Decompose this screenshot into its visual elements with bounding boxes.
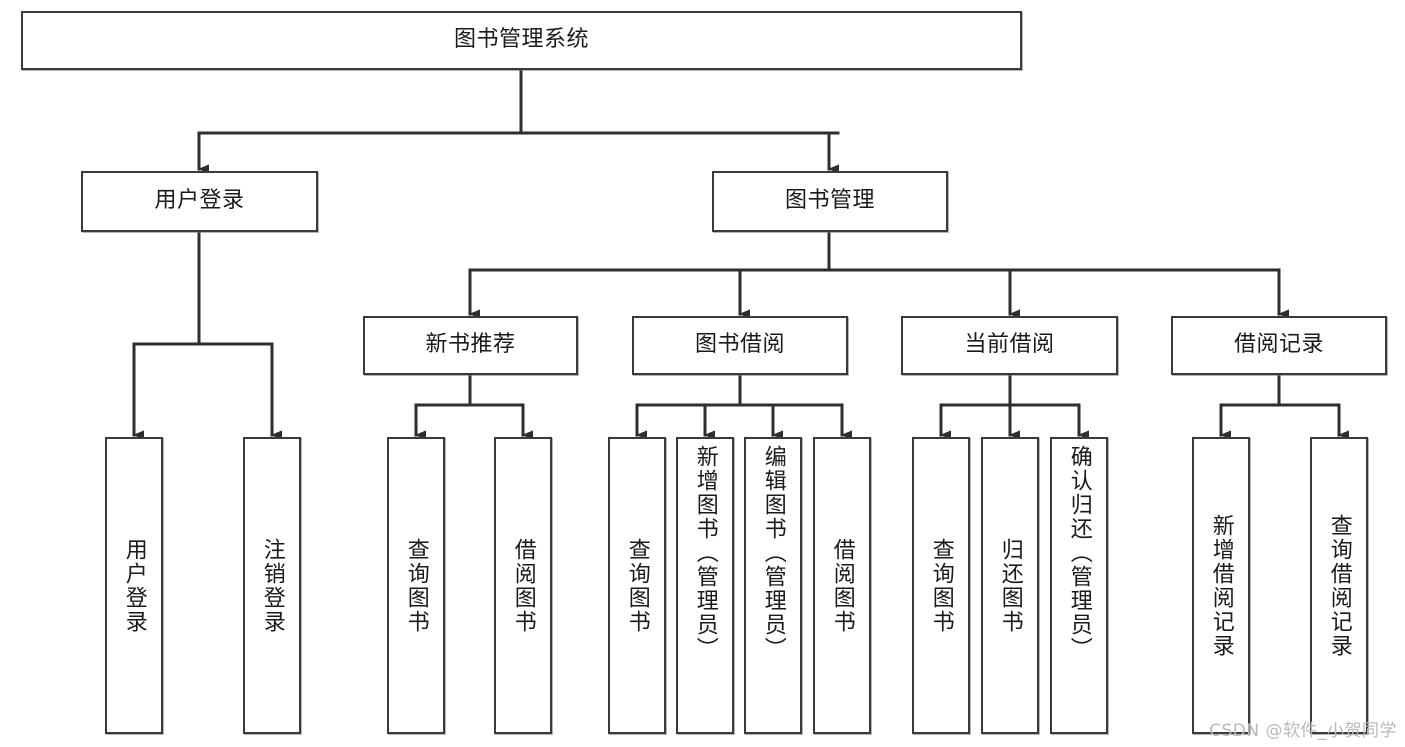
node-root-label: 图书管理系统 [453, 27, 589, 53]
node-leaf-add-record[interactable]: 新增借阅记录 [1192, 437, 1250, 734]
node-leaf-confirm-return-label: 确认归还（管理员） [1066, 445, 1092, 661]
node-leaf-add-book[interactable]: 新增图书（管理员） [676, 437, 734, 734]
node-leaf-return-book-label: 归还图书 [997, 537, 1023, 634]
node-new-book-recommend[interactable]: 新书推荐 [363, 316, 578, 375]
node-leaf-logout-login-label: 注销登录 [259, 537, 285, 634]
node-leaf-borrow-book-2-label: 借阅图书 [829, 537, 855, 634]
node-leaf-confirm-return[interactable]: 确认归还（管理员） [1050, 437, 1108, 734]
node-leaf-query-book-2[interactable]: 查询图书 [608, 437, 666, 734]
node-leaf-add-book-label: 新增图书（管理员） [692, 445, 718, 661]
node-leaf-return-book[interactable]: 归还图书 [981, 437, 1039, 734]
node-leaf-query-book-1[interactable]: 查询图书 [387, 437, 445, 734]
node-book-borrow[interactable]: 图书借阅 [632, 316, 848, 375]
node-leaf-borrow-book-1[interactable]: 借阅图书 [494, 437, 552, 734]
node-leaf-edit-book-label: 编辑图书（管理员） [760, 445, 786, 661]
node-book-management[interactable]: 图书管理 [712, 171, 948, 232]
node-leaf-user-login-label: 用户登录 [121, 537, 147, 634]
node-leaf-query-book-3-label: 查询图书 [928, 537, 954, 634]
node-leaf-logout-login[interactable]: 注销登录 [243, 437, 301, 734]
node-book-borrow-label: 图书借阅 [694, 332, 785, 358]
node-current-borrow[interactable]: 当前借阅 [901, 316, 1118, 375]
csdn-watermark: CSDN @软件_小贺同学 [1209, 721, 1397, 741]
node-borrow-record-label: 借阅记录 [1233, 332, 1324, 358]
node-root[interactable]: 图书管理系统 [21, 11, 1022, 70]
node-current-borrow-label: 当前借阅 [964, 332, 1055, 358]
node-user-login[interactable]: 用户登录 [81, 171, 318, 232]
node-leaf-borrow-book-1-label: 借阅图书 [510, 537, 536, 634]
node-leaf-query-book-2-label: 查询图书 [624, 537, 650, 634]
node-leaf-user-login[interactable]: 用户登录 [105, 437, 163, 734]
node-leaf-edit-book[interactable]: 编辑图书（管理员） [744, 437, 802, 734]
node-leaf-add-record-label: 新增借阅记录 [1208, 513, 1234, 658]
node-leaf-borrow-book-2[interactable]: 借阅图书 [813, 437, 871, 734]
node-new-book-recommend-label: 新书推荐 [425, 332, 516, 358]
node-leaf-query-book-1-label: 查询图书 [403, 537, 429, 634]
node-leaf-query-record-label: 查询借阅记录 [1326, 513, 1352, 658]
node-leaf-query-record[interactable]: 查询借阅记录 [1310, 437, 1368, 734]
node-book-management-label: 图书管理 [784, 188, 875, 214]
node-leaf-query-book-3[interactable]: 查询图书 [912, 437, 970, 734]
node-user-login-label: 用户登录 [154, 188, 245, 214]
node-borrow-record[interactable]: 借阅记录 [1171, 316, 1387, 375]
